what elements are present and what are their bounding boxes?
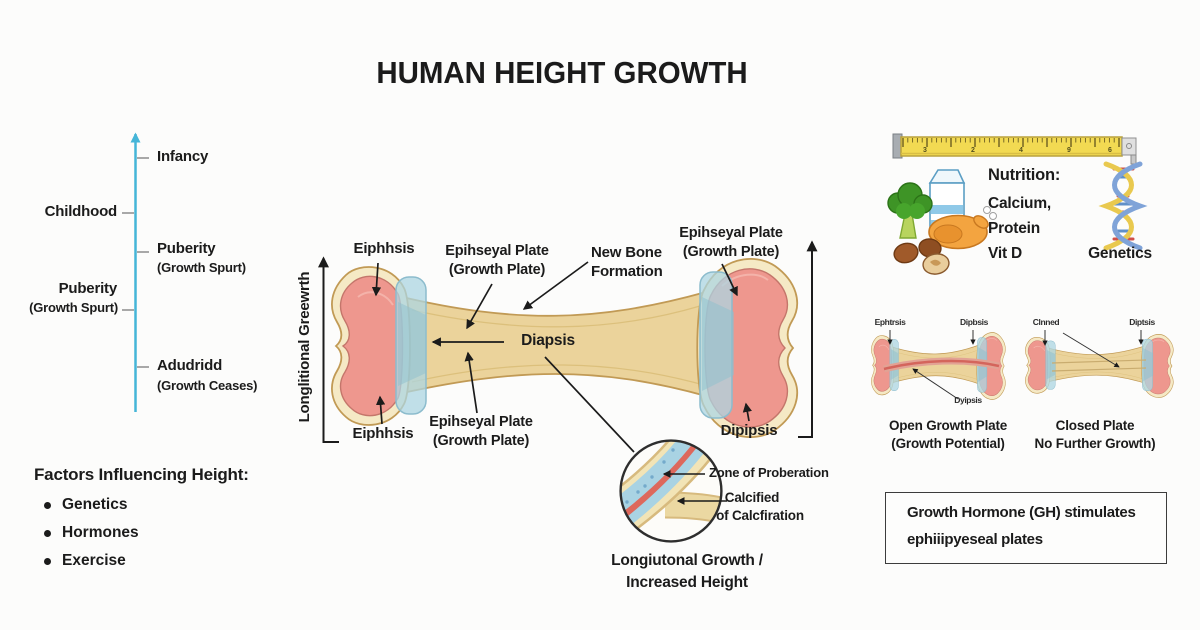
growth-plate-inset [619, 439, 727, 543]
open-bone-diaphysis-label: Dipbsis [960, 317, 988, 327]
open-bone-bottom-label: Dyipsis [954, 395, 982, 405]
open-bone-core [883, 357, 1000, 373]
timeline-stage-puberty-right-sub: (Growth Spurt) [157, 260, 246, 275]
timeline-stage-infancy: Infancy [157, 148, 209, 165]
timeline-stage-puberty-left-sub: (Growth Spurt) [29, 300, 118, 315]
zone-of-proliferation-label: Zone of Proberation [709, 465, 829, 480]
timeline-stage-adulthood-sub: (Growth Ceases) [157, 378, 258, 393]
svg-text:3: 3 [923, 147, 927, 154]
growth-plate-top-sub: (Growth Plate) [448, 262, 546, 278]
epiphysis-right-label: Dipipsis [720, 422, 778, 439]
nutrition-heading: Nutrition: [988, 166, 1061, 184]
growth-plate-right-label: Epihseyal Plate [679, 225, 783, 241]
timeline-arrow [122, 132, 149, 412]
factors-heading: Factors Influencing Height: [34, 465, 249, 484]
factor-item-hormones: Hormones [44, 524, 139, 542]
longitudinal-growth-axis [318, 256, 339, 443]
longitudinal-growth-label: Longlitional Greewrth [295, 271, 313, 423]
nutrition-item-calcium: Calcium, [988, 195, 1052, 212]
svg-text:4: 4 [1019, 147, 1023, 154]
growth-hormone-line-2: ephiiipyeseal plates [907, 531, 1043, 548]
comparison-connectors [887, 330, 1144, 400]
calcified-label-1: Calcified [724, 490, 780, 505]
factor-item-genetics: Genetics [44, 496, 127, 514]
closed-bone-diaphysis-label: Diptsis [1129, 317, 1155, 327]
svg-text:2: 2 [971, 147, 975, 154]
measuring-tape-icon: 3 2 4 9 6 [892, 133, 1137, 165]
timeline-stage-puberty-right: Puberity [157, 240, 216, 257]
growth-plate-bottom-sub: (Growth Plate) [432, 433, 530, 449]
new-bone-label-2: Formation [591, 263, 663, 280]
closed-bone-lines [1051, 359, 1147, 372]
bullet-icon [44, 501, 51, 509]
open-bone-caption-1: Open Growth Plate [888, 418, 1008, 433]
nutrition-item-protein: Protein [988, 220, 1040, 237]
epiphysis-bottom-label: Eiphhsis [352, 425, 414, 442]
callout-arrows [371, 261, 752, 453]
open-bone-epiphysis-label: Ephtrsis [874, 317, 906, 327]
broccoli-icon [887, 182, 933, 239]
timeline-stage-childhood: Childhood [44, 203, 118, 220]
nutrition-item-vitd: Vit D [988, 245, 1023, 262]
svg-text:9: 9 [1067, 147, 1071, 154]
bullet-icon [44, 529, 51, 537]
new-bone-label-1: New Bone [591, 244, 662, 261]
growth-hormone-line-1: Growth Hormone (GH) stimulates [907, 504, 1136, 521]
growth-plate-right-sub: (Growth Plate) [682, 244, 780, 260]
growth-plate-bottom-label: Epihseyal Plate [429, 414, 533, 430]
growth-hormone-box: Growth Hormone (GH) stimulates ephiiipye… [885, 492, 1167, 564]
svg-text:6: 6 [1108, 147, 1112, 154]
calcified-label-2: of Calcfiration [716, 508, 804, 523]
growth-plate-top-label: Epihseyal Plate [445, 243, 549, 259]
dna-icon [1098, 161, 1148, 251]
closed-bone-closed-label: Clnned [1032, 317, 1060, 327]
page-title: HUMAN HEIGHT GROWTH [376, 55, 748, 90]
timeline-stage-adulthood: Adudridd [157, 357, 223, 374]
timeline-stage-puberty-left: Puberity [58, 280, 118, 297]
closed-bone-caption-1: Closed Plate [1055, 418, 1135, 433]
inset-caption-2: Increased Height [626, 574, 748, 591]
factor-item-exercise: Exercise [44, 552, 126, 570]
nuts-icon [893, 238, 950, 275]
closed-bone-caption-2: No Further Growth) [1034, 436, 1156, 451]
genetics-label: Genetics [1088, 245, 1152, 262]
turkey-icon [928, 206, 997, 250]
height-dimension-arrow [798, 240, 818, 438]
small-bone-closed [1025, 334, 1174, 398]
inset-caption-1: Longiutonal Growth / [611, 552, 763, 569]
open-bone-caption-2: (Growth Potential) [891, 436, 1005, 451]
epiphysis-top-label: Eiphhsis [353, 240, 415, 257]
diaphysis-label: Diapsis [521, 332, 575, 349]
bullet-icon [44, 557, 51, 565]
